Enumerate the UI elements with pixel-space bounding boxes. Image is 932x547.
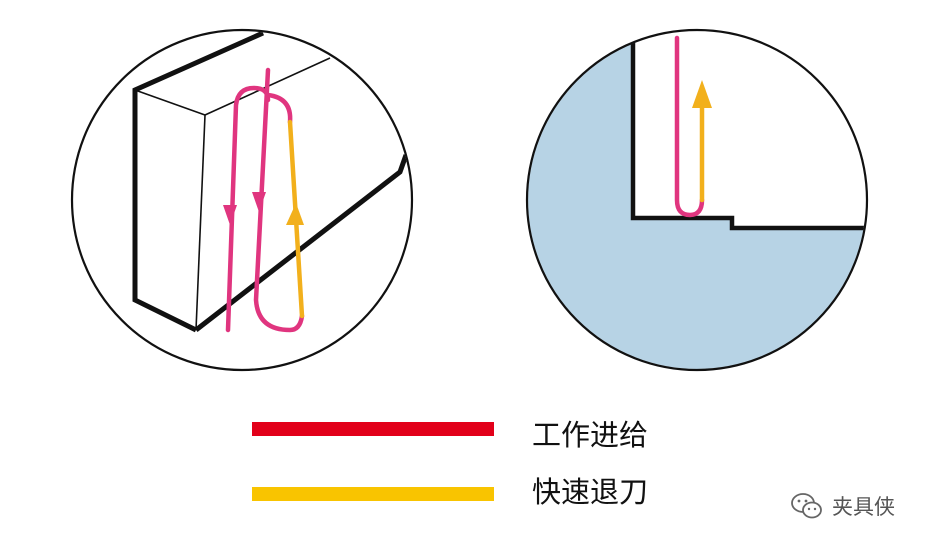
feed-loop-inner bbox=[253, 67, 305, 333]
wechat-icon bbox=[791, 493, 822, 519]
right-detail-view bbox=[525, 28, 869, 372]
left-retract-path bbox=[286, 119, 305, 319]
retract-up-arrow-left bbox=[286, 203, 304, 225]
block-edge-vertical bbox=[195, 114, 206, 331]
legend-retract-label: 快速退刀 bbox=[532, 475, 649, 509]
left-detail-circle bbox=[70, 28, 414, 372]
left-feed-path bbox=[223, 67, 305, 333]
feed-loop-top bbox=[265, 92, 293, 125]
block-outline-thick bbox=[132, 31, 265, 333]
legend-feed-swatch bbox=[252, 422, 494, 436]
block-edge-top-front bbox=[134, 89, 206, 116]
right-feed-path bbox=[674, 35, 705, 218]
right-detail-circle bbox=[525, 28, 869, 372]
feed-down-arrow-left bbox=[223, 205, 237, 225]
left-detail-view bbox=[70, 28, 414, 372]
block-outline-bottom bbox=[194, 154, 409, 332]
watermark: 夹具侠 bbox=[790, 488, 895, 524]
feed-down-arrow-right bbox=[252, 192, 266, 212]
workpiece-profile bbox=[630, 31, 866, 231]
retract-up-arrow-right bbox=[692, 80, 712, 108]
watermark-text: 夹具侠 bbox=[832, 495, 895, 519]
legend-feed-label: 工作进给 bbox=[532, 418, 649, 452]
legend-retract-swatch bbox=[252, 487, 494, 501]
workpiece-section bbox=[528, 31, 866, 369]
